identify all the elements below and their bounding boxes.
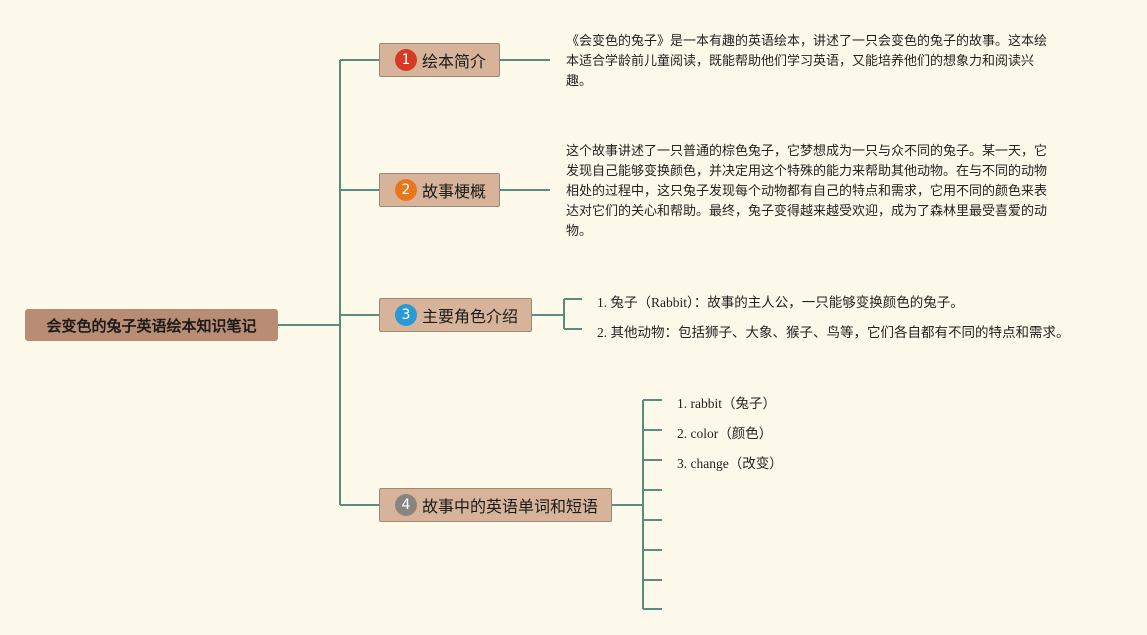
root-topic[interactable]: 会变色的兔子英语绘本知识笔记 (25, 309, 278, 341)
number-4-icon: 4 (395, 494, 417, 516)
vocab-item-3: 3. change（改变） (677, 456, 783, 471)
topic-4-label: 故事中的英语单词和短语 (422, 497, 599, 516)
number-1-icon: 1 (395, 49, 417, 71)
topic-2-label: 故事梗概 (422, 182, 487, 201)
topic-3-node[interactable]: 3 主要角色介绍 (379, 298, 532, 332)
character-item-2: 2. 其他动物：包括狮子、大象、猴子、鸟等，它们各自都有不同的特点和需求。 (597, 325, 1070, 340)
topic-1-label: 绘本简介 (422, 52, 487, 71)
number-2-icon: 2 (395, 179, 417, 201)
topic-4-node[interactable]: 4 故事中的英语单词和短语 (379, 488, 612, 522)
topic-1-description: 《会变色的兔子》是一本有趣的英语绘本，讲述了一只会变色的兔子的故事。这本绘本适合… (566, 34, 1048, 89)
vocab-item-2: 2. color（颜色） (677, 426, 773, 441)
topic-2-description: 这个故事讲述了一只普通的棕色兔子，它梦想成为一只与众不同的兔子。某一天，它发现自… (566, 144, 1048, 239)
topic-2-node[interactable]: 2 故事梗概 (379, 173, 500, 207)
number-3-icon: 3 (395, 304, 417, 326)
topic-3-label: 主要角色介绍 (422, 307, 519, 326)
vocab-item-1: 1. rabbit（兔子） (677, 396, 776, 411)
topic-1-node[interactable]: 1 绘本简介 (379, 43, 500, 77)
character-item-1: 1. 兔子（Rabbit）：故事的主人公，一只能够变换颜色的兔子。 (597, 295, 964, 310)
